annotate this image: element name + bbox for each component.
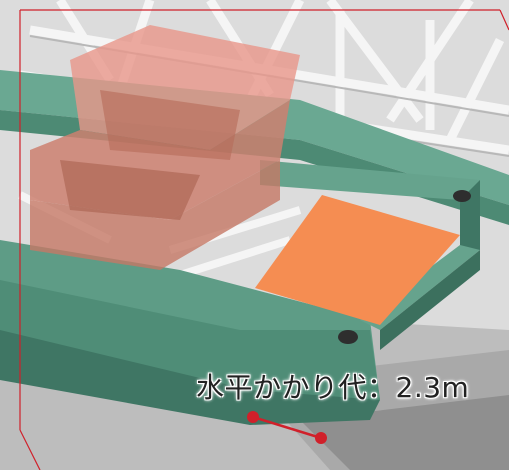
highlighted-seat-block: [255, 195, 460, 325]
horizontal-seat-length-label: 水平かかり代：2.3m: [196, 371, 470, 404]
girder-flange-right: [260, 160, 480, 330]
girder-flange-bottom: [380, 250, 480, 350]
frame-outline: [19, 9, 509, 470]
girder-front-lower: [0, 280, 380, 420]
dimension-callout: [247, 411, 327, 444]
girder-front-shadow: [0, 330, 380, 425]
ghost-bearing: [30, 25, 300, 270]
dimension-start-dot: [247, 411, 259, 423]
bearing-hole-front: [338, 330, 358, 344]
dimension-line: [252, 415, 322, 440]
bearing-hole-right: [453, 190, 471, 202]
dimension-end-dot: [315, 432, 327, 444]
